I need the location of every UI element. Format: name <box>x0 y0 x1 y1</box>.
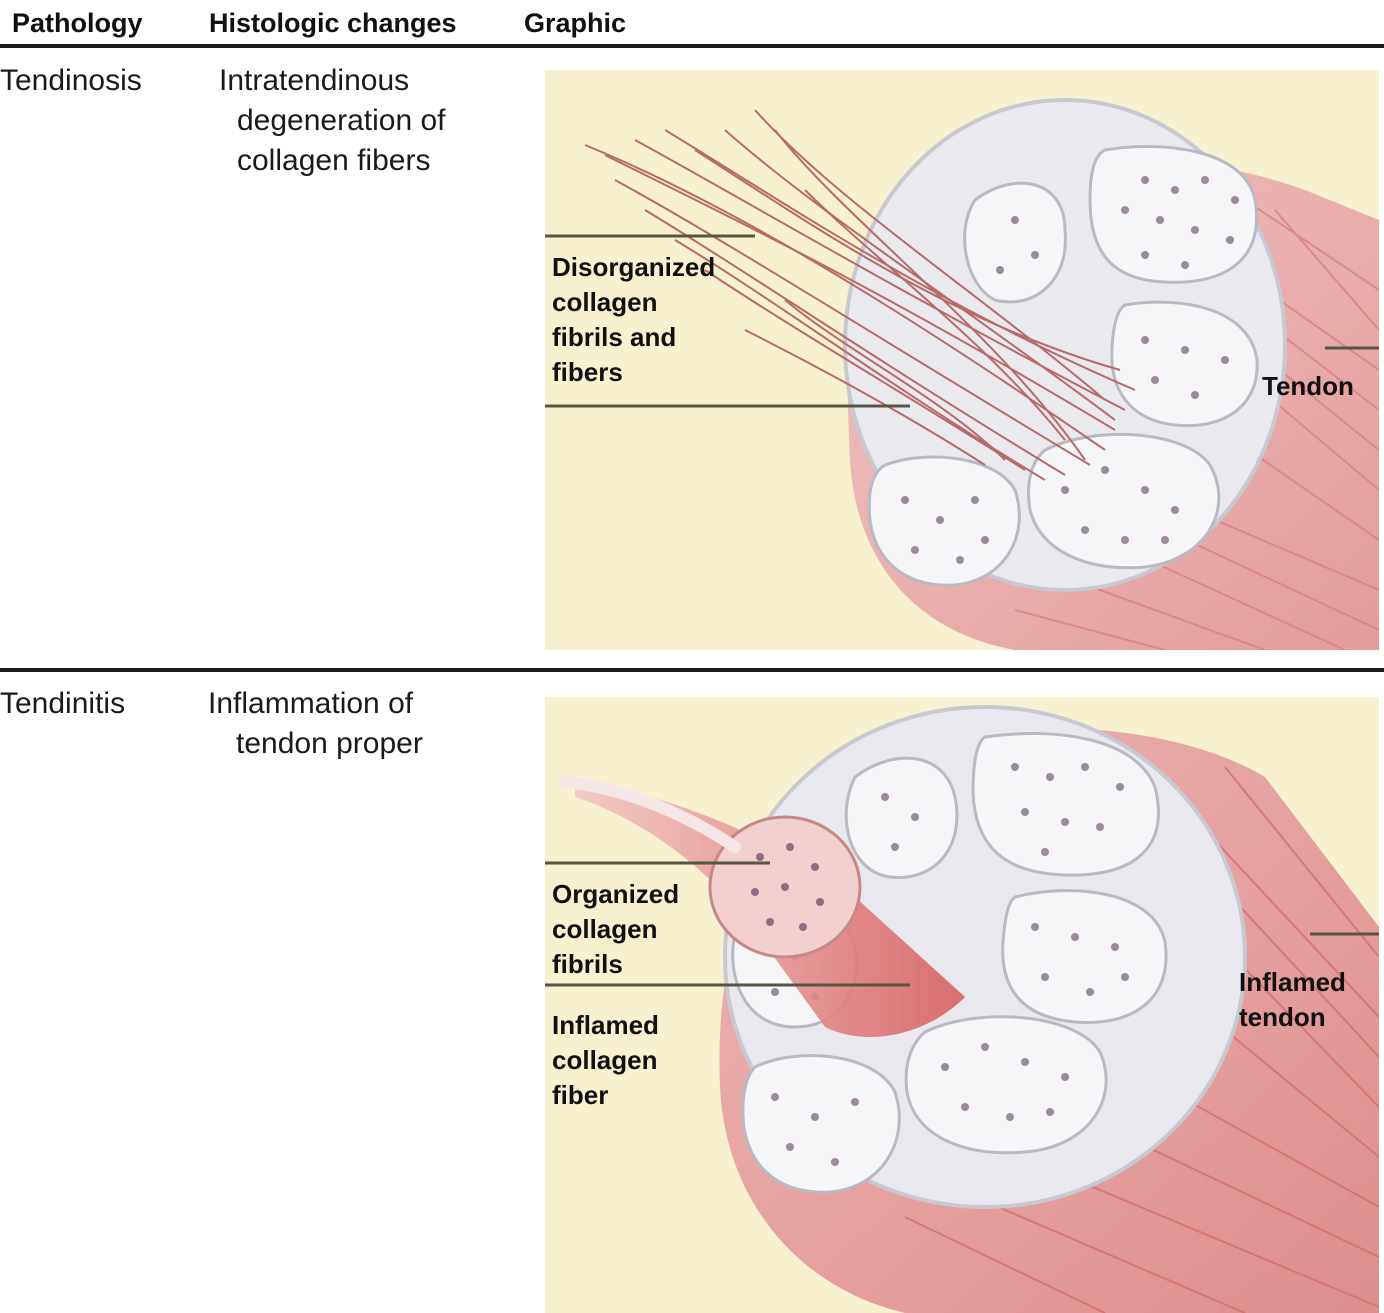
fascicles <box>867 145 1259 587</box>
label-inflamed-tendon: Inflamed tendon <box>1239 965 1346 1035</box>
label-line: fiber <box>552 1080 609 1110</box>
label-line: collagen <box>552 287 658 317</box>
changes-line: collagen fibers <box>237 144 431 177</box>
label-line: fibers <box>552 357 623 387</box>
label-disorganized-fibrils: Disorganized collagen fibrils and fibers <box>552 250 715 390</box>
label-tendon: Tendon <box>1262 369 1354 404</box>
row-tendinitis-pathology: Tendinitis <box>0 687 126 720</box>
header-pathology: Pathology <box>12 8 143 38</box>
label-line: collagen <box>552 1045 658 1075</box>
label-inflamed-collagen-fiber: Inflamed collagen fiber <box>552 1008 659 1113</box>
label-organized-fibrils: Organized collagen fibrils <box>552 877 679 982</box>
label-line: collagen <box>552 914 658 944</box>
header-rule <box>0 44 1384 48</box>
leader-lines <box>545 234 1379 408</box>
disorganized-fibers <box>584 109 1136 481</box>
label-line: Inflamed <box>552 1010 659 1040</box>
header-graphic: Graphic <box>524 8 627 38</box>
label-line: Disorganized <box>552 252 716 282</box>
row-tendinosis-pathology: Tendinosis <box>0 64 142 97</box>
label-line: Inflamed <box>1239 967 1346 997</box>
label-line: Tendon <box>1262 371 1354 401</box>
header-histologic-changes: Histologic changes <box>209 8 457 38</box>
tendinitis-graphic: Organized collagen fibrils Inflamed coll… <box>545 697 1379 1313</box>
leader-lines <box>545 861 1379 987</box>
label-line: fibrils <box>552 949 623 979</box>
changes-line: tendon proper <box>236 727 423 760</box>
tendinosis-graphic: Disorganized collagen fibrils and fibers… <box>545 70 1379 650</box>
row-tendinosis-changes: Intratendinous degeneration of collagen … <box>219 61 446 181</box>
label-line: fibrils and <box>552 322 677 352</box>
changes-line: Intratendinous <box>219 64 410 97</box>
tendinitis-illustration <box>545 705 1379 1313</box>
changes-line: degeneration of <box>237 104 446 137</box>
row-tendinitis-changes: Inflammation of tendon proper <box>208 684 423 764</box>
fibril-dots <box>901 176 1239 564</box>
label-line: Organized <box>552 879 680 909</box>
changes-line: Inflammation of <box>208 687 414 720</box>
row-divider <box>0 668 1384 672</box>
fibril-dots <box>756 763 1129 1166</box>
tendinosis-illustration <box>545 98 1379 650</box>
label-line: tendon <box>1239 1002 1326 1032</box>
